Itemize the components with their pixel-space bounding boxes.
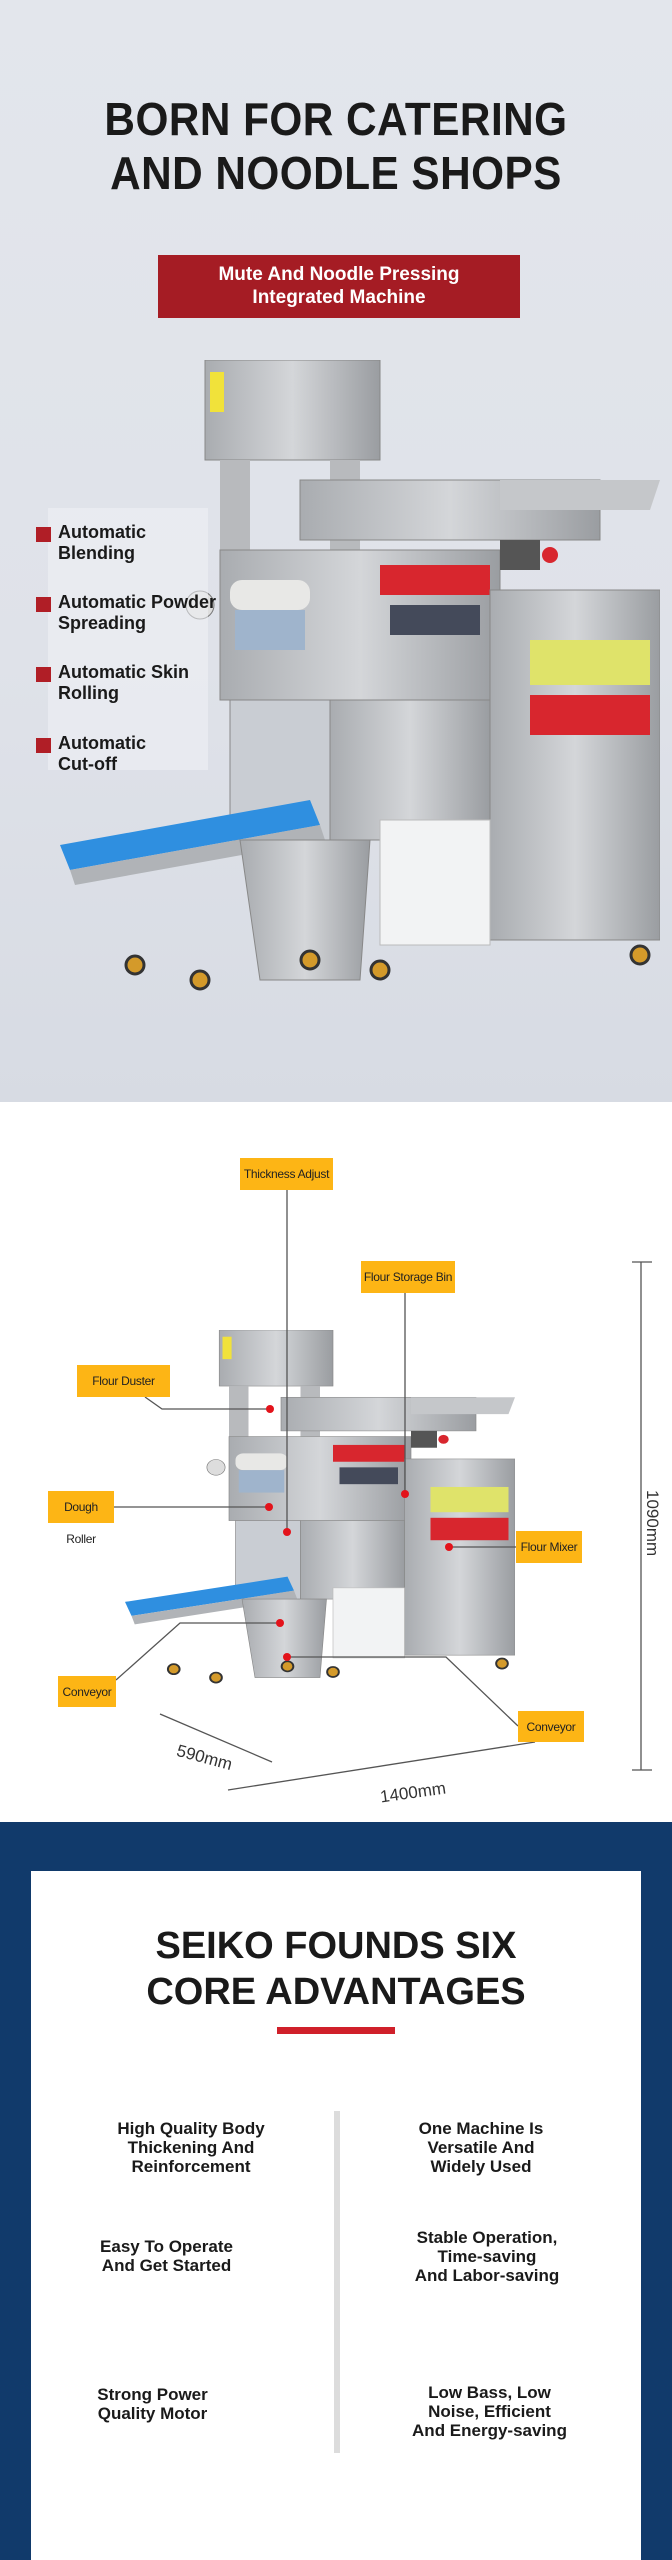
- height-dimension: 1090mm: [643, 1490, 662, 1557]
- feature-line: Automatic Powder: [58, 592, 217, 612]
- label-dough-roller: Dough Roller: [48, 1491, 114, 1546]
- bullet-square-icon: [36, 527, 51, 542]
- feature-line: Rolling: [58, 683, 119, 703]
- marker-dot: [283, 1653, 291, 1661]
- label-flour-duster: Flour Duster: [77, 1365, 170, 1397]
- subtitle-line2: Integrated Machine: [252, 287, 426, 308]
- leader-conveyor-right: [287, 1656, 519, 1727]
- advantages-title-line1: SEIKO FOUNDS SIX: [155, 1925, 517, 1967]
- bullet-square-icon: [36, 597, 51, 612]
- feature-panel: [48, 508, 208, 770]
- label-conveyor-left: Conveyor: [58, 1676, 116, 1707]
- advantage-item: Easy To Operate And Get Started: [100, 2237, 233, 2275]
- advantage-item: Stable Operation, Time-saving And Labor-…: [414, 2228, 560, 2285]
- feature-line: Cut-off: [58, 754, 117, 774]
- label-flour-mixer: Flour Mixer: [516, 1531, 582, 1563]
- title-underline: [277, 2027, 395, 2034]
- bullet-square-icon: [36, 667, 51, 682]
- advantages-panel: SEIKO FOUNDS SIX CORE ADVANTAGES High Qu…: [31, 1871, 641, 2560]
- width-dimension-line: [227, 1741, 536, 1791]
- column-divider: [334, 2111, 340, 2453]
- marker-dot: [283, 1528, 291, 1536]
- feature-line: Spreading: [58, 613, 147, 633]
- advantage-item: Low Bass, Low Noise, Efficient And Energ…: [412, 2383, 567, 2440]
- feature-line: Automatic: [58, 733, 147, 753]
- hero-section: BORN FOR CATERING AND NOODLE SHOPS Mute …: [0, 0, 672, 1102]
- leader-flour-duster: [144, 1396, 270, 1410]
- advantage-item: Strong Power Quality Motor: [97, 2385, 208, 2423]
- label-conveyor-right: Conveyor: [518, 1711, 584, 1742]
- leader-lines: [114, 1190, 652, 1791]
- marker-dot: [445, 1543, 453, 1551]
- advantages-title-line2: CORE ADVANTAGES: [146, 1971, 526, 2013]
- label-thickness-adjust: Thickness Adjust: [240, 1158, 333, 1190]
- feature-line: Automatic Skin: [58, 662, 190, 682]
- leader-conveyor-left: [115, 1622, 280, 1681]
- subtitle-line1: Mute And Noodle Pressing: [218, 264, 460, 285]
- marker-dot: [276, 1619, 284, 1627]
- depth-dimension-line: [159, 1713, 273, 1763]
- advantage-item: One Machine Is Versatile And Widely Used: [418, 2119, 544, 2176]
- marker-dot: [401, 1490, 409, 1498]
- advantages-section: SEIKO FOUNDS SIX CORE ADVANTAGES High Qu…: [0, 1822, 672, 2560]
- subtitle-banner: Mute And Noodle Pressing Integrated Mach…: [158, 255, 520, 318]
- marker-dot: [265, 1503, 273, 1511]
- hero-title-line1: BORN FOR CATERING: [104, 93, 568, 145]
- feature-line: Blending: [58, 543, 135, 563]
- advantage-item: High Quality Body Thickening And Reinfor…: [117, 2119, 265, 2176]
- feature-line: Automatic: [58, 522, 147, 542]
- marker-dot: [266, 1405, 274, 1413]
- hero-title-line2: AND NOODLE SHOPS: [110, 147, 562, 199]
- label-flour-storage-bin: Flour Storage Bin: [361, 1261, 455, 1293]
- bullet-square-icon: [36, 738, 51, 753]
